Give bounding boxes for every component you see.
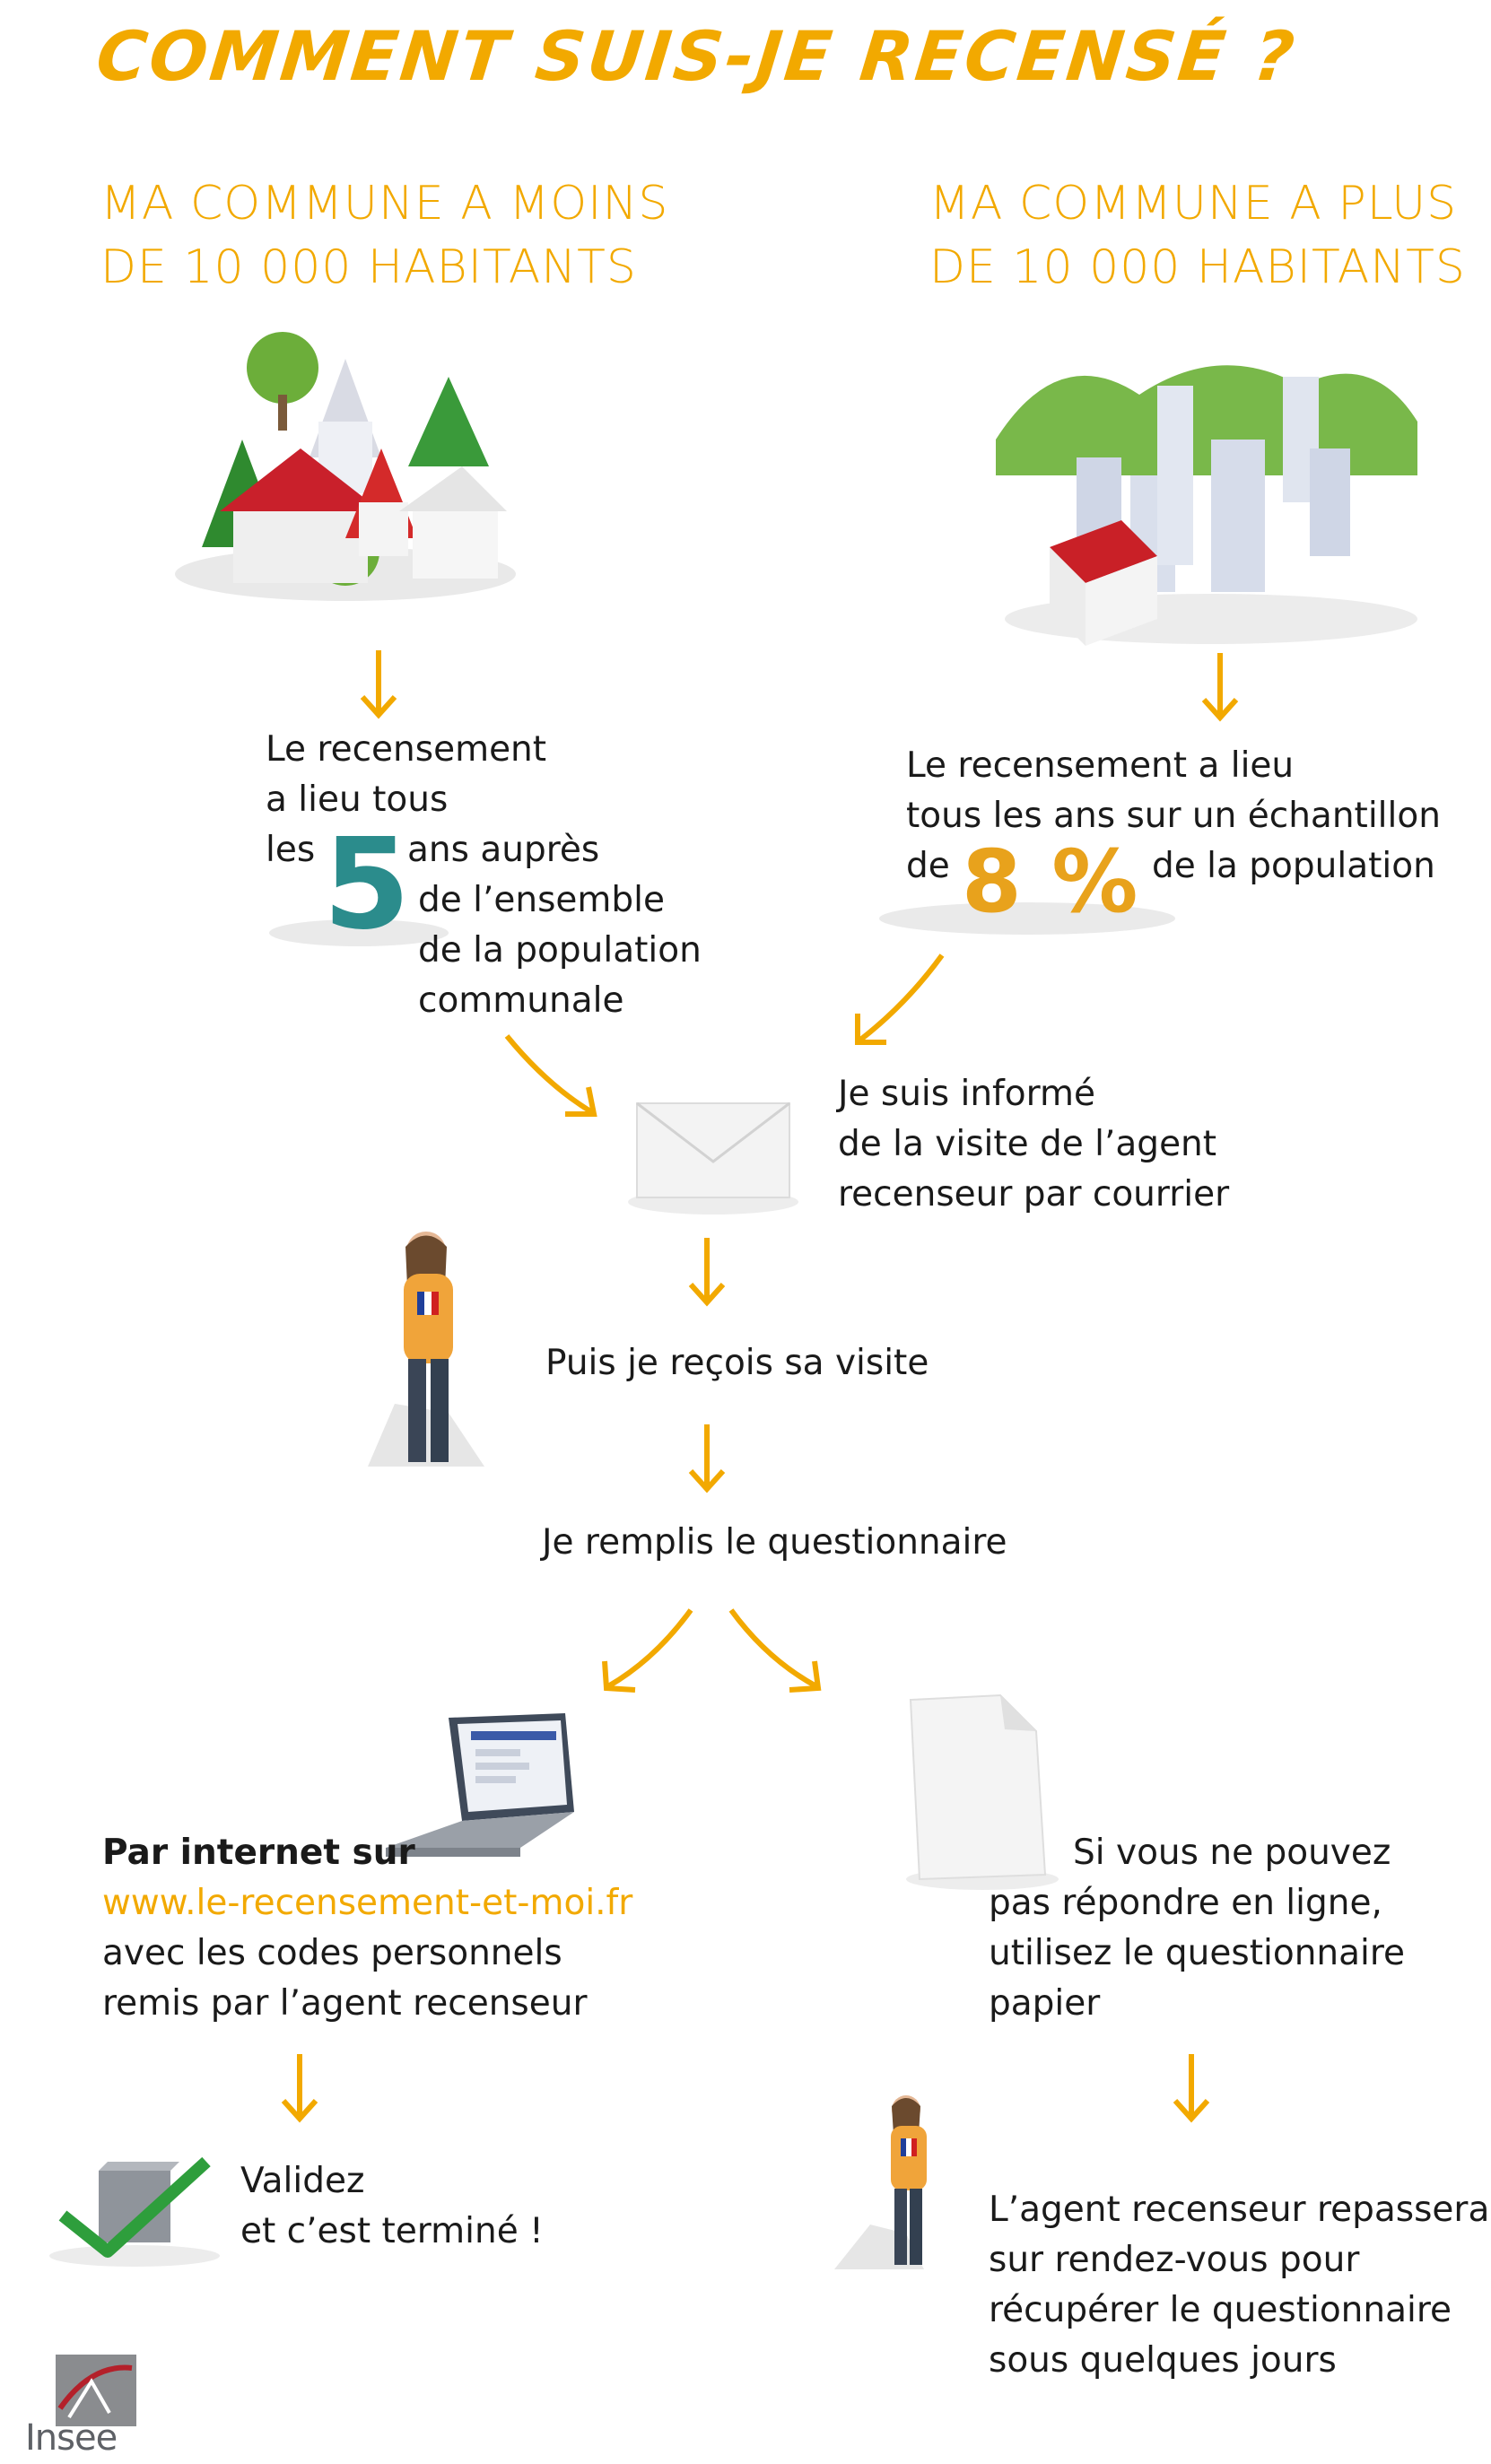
arrow-diag-right-to-mail (855, 953, 945, 1045)
paper-text-line-3: utilisez le questionnaire (989, 1933, 1406, 1973)
paper-text-line-2: pas répondre en ligne, (989, 1883, 1382, 1923)
left-text-line-1: Le recensement (266, 729, 547, 770)
arrow-down-to-validate (281, 2054, 318, 2123)
validate-text-line-1: Validez (240, 2161, 365, 2201)
visit-text: Puis je reçois sa visite (545, 1343, 929, 1383)
insee-logo-text: Insee (25, 2417, 118, 2459)
right-text-line-3: de (906, 846, 950, 886)
internet-text-line-1: avec les codes personnels (102, 1933, 562, 1973)
validate-text-line-2: et c’est terminé ! (240, 2211, 544, 2251)
internet-url-link[interactable]: www.le-recensement-et-moi.fr (102, 1883, 633, 1923)
left-text-line-3: les (266, 830, 316, 870)
arrow-down-to-visit (688, 1238, 726, 1307)
right-heading-line-2: DE 10 000 HABITANTS (929, 240, 1466, 294)
mail-text-line-2: de la visite de l’agent (838, 1124, 1217, 1164)
paper-text-line-1: Si vous ne pouvez (1073, 1833, 1391, 1873)
census-agent-small-figure (834, 2095, 927, 2269)
right-text-line-2: tous les ans sur un échantillon (906, 796, 1441, 836)
checkmark-icon (49, 2156, 220, 2267)
agent-return-line-2: sur rendez-vous pour (989, 2240, 1360, 2280)
agent-return-line-3: récupérer le questionnaire (989, 2290, 1452, 2330)
right-text-line-4: de la population (1152, 846, 1435, 886)
arrow-split-right (728, 1608, 822, 1693)
right-text-line-1: Le recensement a lieu (906, 745, 1295, 786)
census-agent-figure (368, 1232, 484, 1467)
laptop-icon (386, 1713, 574, 1857)
arrow-split-left (602, 1608, 693, 1693)
city-illustration (996, 365, 1417, 646)
left-text-line-7: communale (418, 980, 624, 1021)
big-number-5-text: 5 (323, 812, 411, 958)
left-text-line-4: ans auprès (407, 830, 600, 870)
paper-questionnaire-icon (906, 1693, 1059, 1890)
mail-text-line-1: Je suis informé (838, 1074, 1095, 1114)
big-number-8-percent-text: 8 % (962, 831, 1138, 932)
mail-text-line-3: recenseur par courrier (838, 1174, 1230, 1215)
internet-title: Par internet sur (102, 1833, 415, 1873)
big-number-8-percent: 8 % (879, 832, 1184, 940)
internet-text-line-2: remis par l’agent recenseur (102, 1983, 588, 2024)
left-text-line-6: de la population (418, 930, 702, 971)
arrow-down-to-agent-return (1173, 2054, 1210, 2123)
right-heading: MA COMMUNE A PLUS DE 10 000 HABITANTS (929, 172, 1466, 300)
arrow-down-left-col (360, 650, 397, 719)
paper-text-line-4: papier (989, 1983, 1101, 2024)
insee-logo: Insee (25, 2355, 142, 2462)
page-title: COMMENT SUIS-JE RECENSÉ ? (92, 16, 1301, 96)
left-text-line-5: de l’ensemble (418, 880, 665, 920)
arrow-diag-left-to-mail (504, 1034, 597, 1117)
big-number-5: 5 (269, 823, 449, 955)
left-text-line-2: a lieu tous (266, 779, 449, 820)
arrow-down-right-col (1201, 653, 1239, 722)
right-heading-line-1: MA COMMUNE A PLUS (929, 177, 1458, 231)
insee-logo-mark (56, 2355, 136, 2426)
agent-return-line-1: L’agent recenseur repassera (989, 2190, 1490, 2230)
village-illustration (175, 332, 516, 601)
left-heading-line-1: MA COMMUNE A MOINS (100, 177, 669, 231)
agent-return-line-4: sous quelques jours (989, 2340, 1337, 2381)
envelope-icon (628, 1101, 798, 1215)
left-heading: MA COMMUNE A MOINS DE 10 000 HABITANTS (100, 172, 668, 300)
fill-text: Je remplis le questionnaire (542, 1522, 1007, 1563)
arrow-down-to-fill (688, 1424, 726, 1493)
left-heading-line-2: DE 10 000 HABITANTS (100, 240, 637, 294)
